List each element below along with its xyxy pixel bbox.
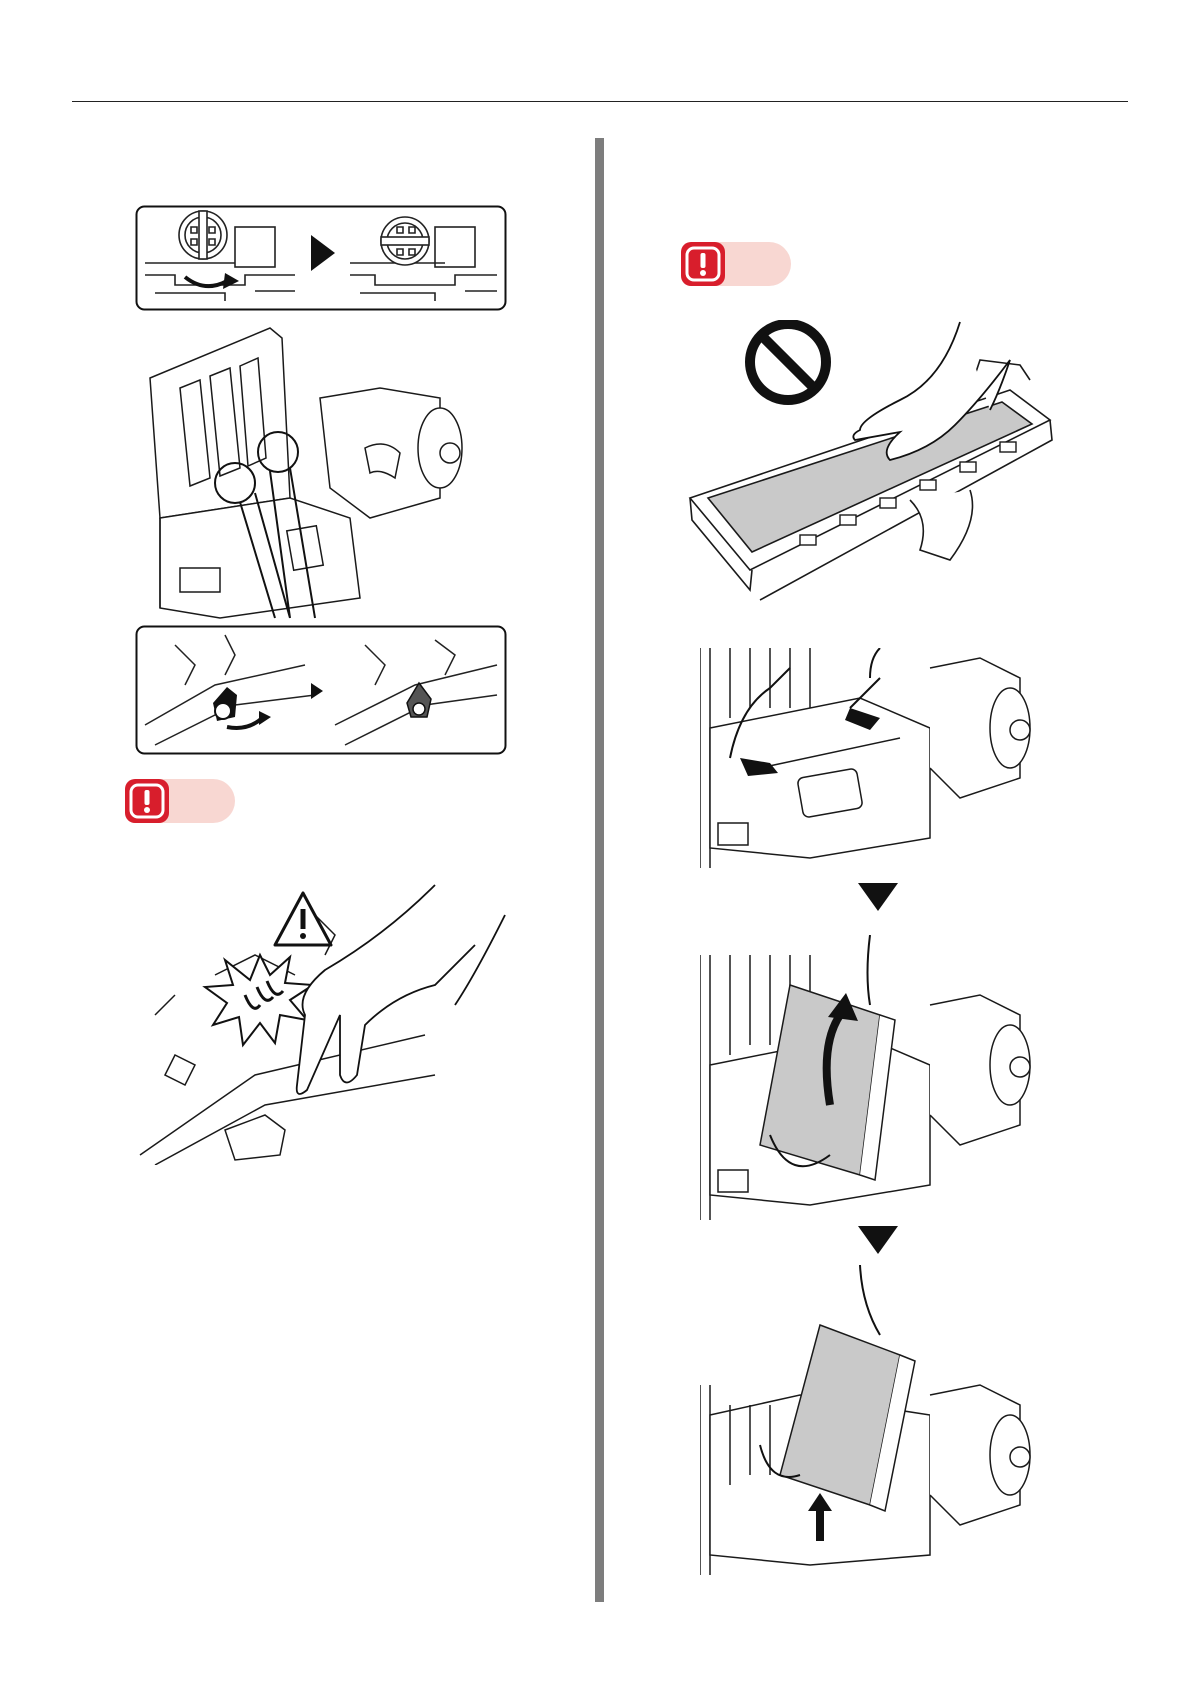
- prohibited-circle-icon: [750, 324, 826, 400]
- important-badge: [125, 777, 235, 825]
- exclamation-badge-icon: [681, 240, 791, 288]
- do-not-touch-belt-surface: [680, 320, 1080, 610]
- warning-triangle-icon: [275, 893, 331, 945]
- down-triangle-arrow-icon-2: [858, 1226, 898, 1254]
- exclamation-badge-icon: [125, 777, 235, 825]
- tilt-belt-unit-up: [700, 935, 1050, 1220]
- lock-lever-rotate-detail: [135, 205, 507, 311]
- grip-belt-unit: [700, 648, 1050, 868]
- header-rule: [72, 101, 1128, 102]
- lift-belt-unit-out: [700, 1265, 1050, 1575]
- column-divider: [595, 138, 604, 1602]
- lock-lever-closeup-rotate: [135, 625, 507, 755]
- pinch-hazard-hand: [135, 875, 515, 1165]
- printer-open-lock-levers: [140, 318, 510, 628]
- important-badge-right: [681, 240, 791, 288]
- down-triangle-arrow-icon: [858, 883, 898, 911]
